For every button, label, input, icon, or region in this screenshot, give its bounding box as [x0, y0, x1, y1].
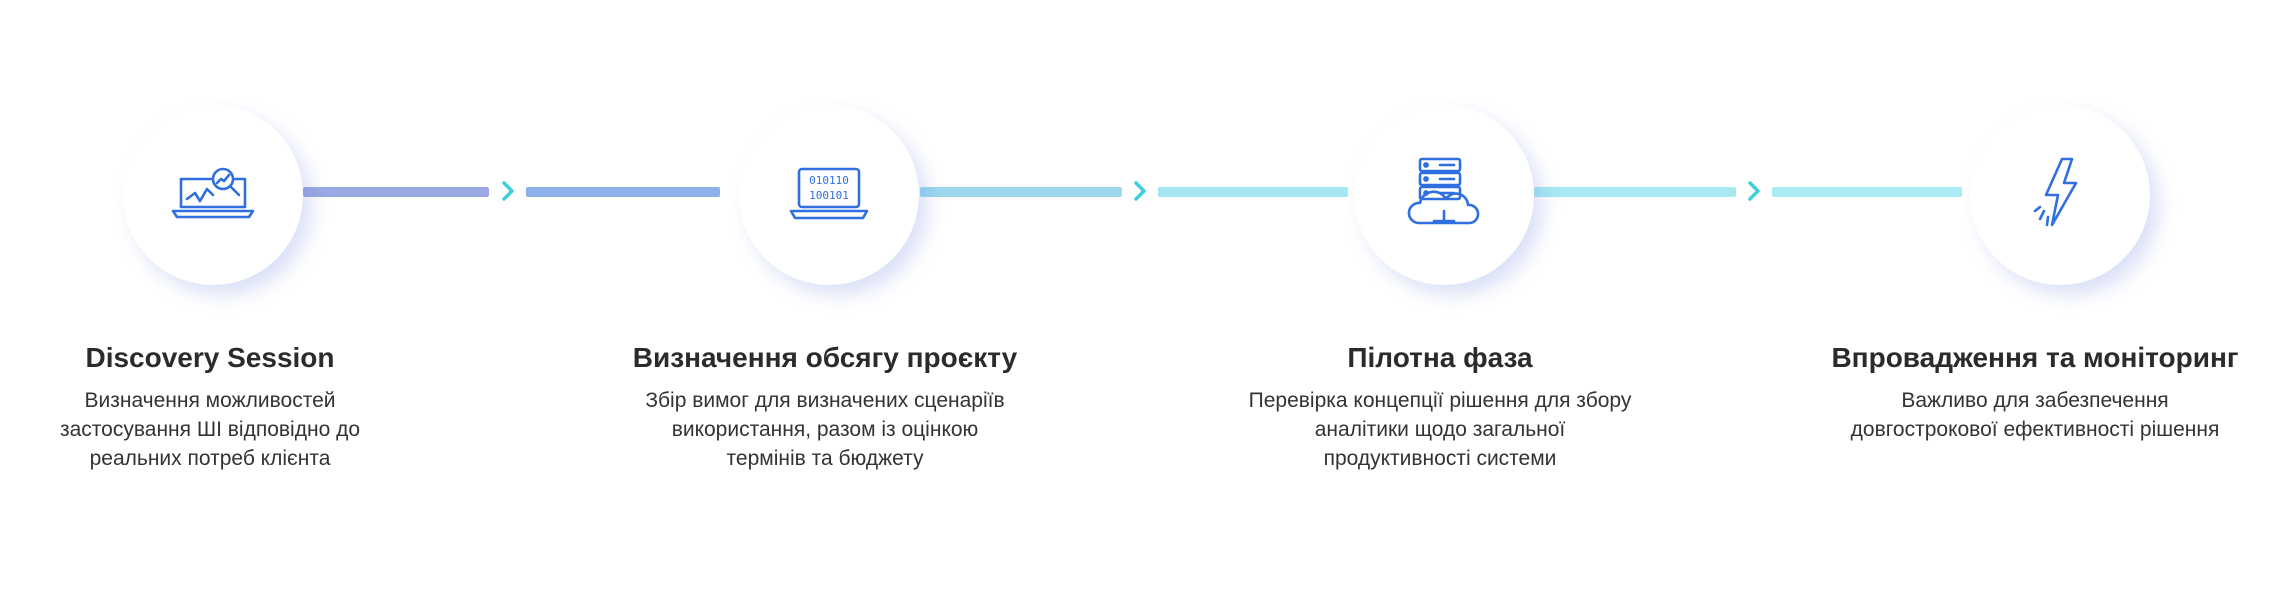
step-1: Discovery Session Визначення можливостей… [0, 338, 450, 473]
step-2-title: Визначення обсягу проєкту [632, 342, 1018, 373]
laptop-binary-icon: 010110 100101 [789, 167, 869, 220]
chevron-right-icon [502, 181, 514, 201]
connector-bar [1772, 187, 1962, 197]
step-1-title: Discovery Session [85, 342, 335, 373]
connector-bar [920, 187, 1122, 197]
step-1-description: Визначення можливостей застосування ШІ в… [59, 389, 361, 470]
lightning-bolt-icon [2033, 157, 2078, 227]
server-cloud-icon [1407, 157, 1480, 225]
step-4-description: Важливо для забезпечення довгострокової … [1850, 389, 2220, 441]
step-2: Визначення обсягу проєкту Збір вимог для… [585, 338, 1065, 473]
step-3-title: Пілотна фаза [1347, 342, 1533, 373]
step-3-description: Перевірка концепції рішення для збору ан… [1248, 389, 1632, 470]
chevron-right-icon [1134, 181, 1146, 201]
connector-bar [1534, 187, 1736, 197]
step-3: Пілотна фаза Перевірка концепції рішення… [1200, 338, 1680, 473]
step-1-icon-circle [123, 105, 303, 285]
step-3-icon-circle [1354, 105, 1534, 285]
step-2-description: Збір вимог для визначених сценаріїв вико… [645, 389, 1005, 470]
chevron-right-icon [1748, 181, 1760, 201]
svg-text:100101: 100101 [809, 189, 849, 202]
step-4-title: Впровадження та моніторинг [1831, 342, 2239, 373]
connector-bar [526, 187, 720, 197]
step-2-icon-circle: 010110 100101 [739, 105, 919, 285]
step-4-icon-circle [1970, 105, 2150, 285]
laptop-analytics-icon [171, 167, 255, 219]
svg-text:010110: 010110 [809, 174, 849, 187]
step-4: Впровадження та моніторинг Важливо для з… [1795, 338, 2275, 444]
connector-bar [303, 187, 489, 197]
connector-bar [1158, 187, 1348, 197]
